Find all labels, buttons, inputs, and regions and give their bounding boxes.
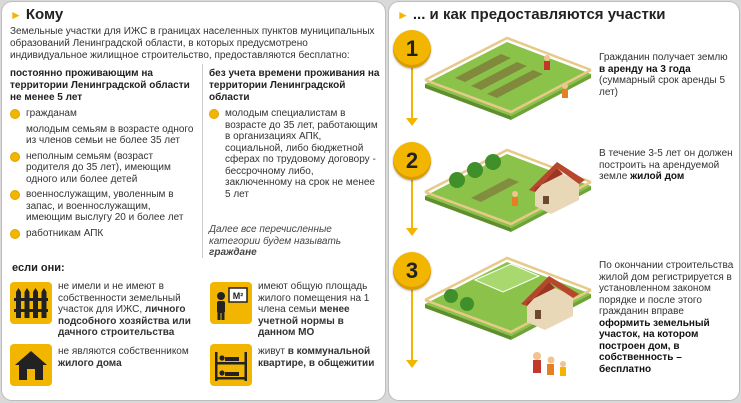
step-number: 2 [393,142,431,180]
dormitory-icon [210,344,252,386]
condition-no-house: не являются собственником жилого дома [58,346,189,369]
plot-scene-3 [415,246,599,392]
flow-arrow-icon [406,118,418,126]
m2-label: М² [233,291,244,301]
step-3-text: По окончании строительства жилой дом рег… [599,260,734,375]
condition-no-land: не имели и не имеют в собственности земе… [58,281,191,338]
flow-line [411,68,413,120]
house-icon [10,344,52,386]
list-item: неполным семьям (возраст родителя до 35 … [8,151,198,186]
intro-text: Земельные участки для ИЖС в границах нас… [10,26,375,61]
list-item: работникам АПК [8,228,198,240]
column-head-resident: постоянно проживающим на территории Лени… [10,68,190,103]
conditions-title: если они: [12,262,65,274]
condition-communal: живут в коммунальной квартире, в общежит… [258,346,375,369]
list-item: молодым специалистам в возрасте до 35 ле… [207,108,381,200]
panel-title-right: ►... и как предоставляются участки [397,6,666,23]
flow-line [411,290,413,362]
categories-note: Далее все перечисленные категории будем … [209,224,342,258]
plot-scene-1 [415,24,599,120]
flow-arrow-icon [406,228,418,236]
flow-line [411,180,413,230]
flow-arrow-icon [406,360,418,368]
condition-small-area: имеют общую площадь жилого помещения на … [258,281,370,338]
m2-person-icon: М² [210,282,252,324]
resident-category-list: гражданам молодым семьям в возрасте одно… [8,108,198,243]
recipients-panel: ►Кому Земельные участки для ИЖС в границ… [2,2,385,400]
step-number: 1 [393,30,431,68]
procedure-panel: ►... и как предоставляются участки 1 Гра… [389,2,739,400]
panel-title-left: ►Кому [10,6,64,23]
plot-scene-2 [415,134,599,232]
fence-icon [10,282,52,324]
step-2-text: В течение 3-5 лет он должен построить на… [599,148,733,182]
title-marker-icon: ► [10,8,22,22]
column-divider [202,64,203,258]
specialist-category-list: молодым специалистам в возрасте до 35 ле… [207,108,381,204]
step-number: 3 [393,252,431,290]
step-1-text: Гражданин получает землю в аренду на 3 г… [599,52,728,98]
list-item: военнослужащим, уволенным в запас, и вое… [8,189,198,224]
list-item: молодым семьям в возрасте одного из член… [26,123,194,147]
column-head-no-residence: без учета времени проживания на территор… [209,68,380,103]
title-marker-icon: ► [397,8,409,22]
list-item: гражданам [8,108,198,120]
